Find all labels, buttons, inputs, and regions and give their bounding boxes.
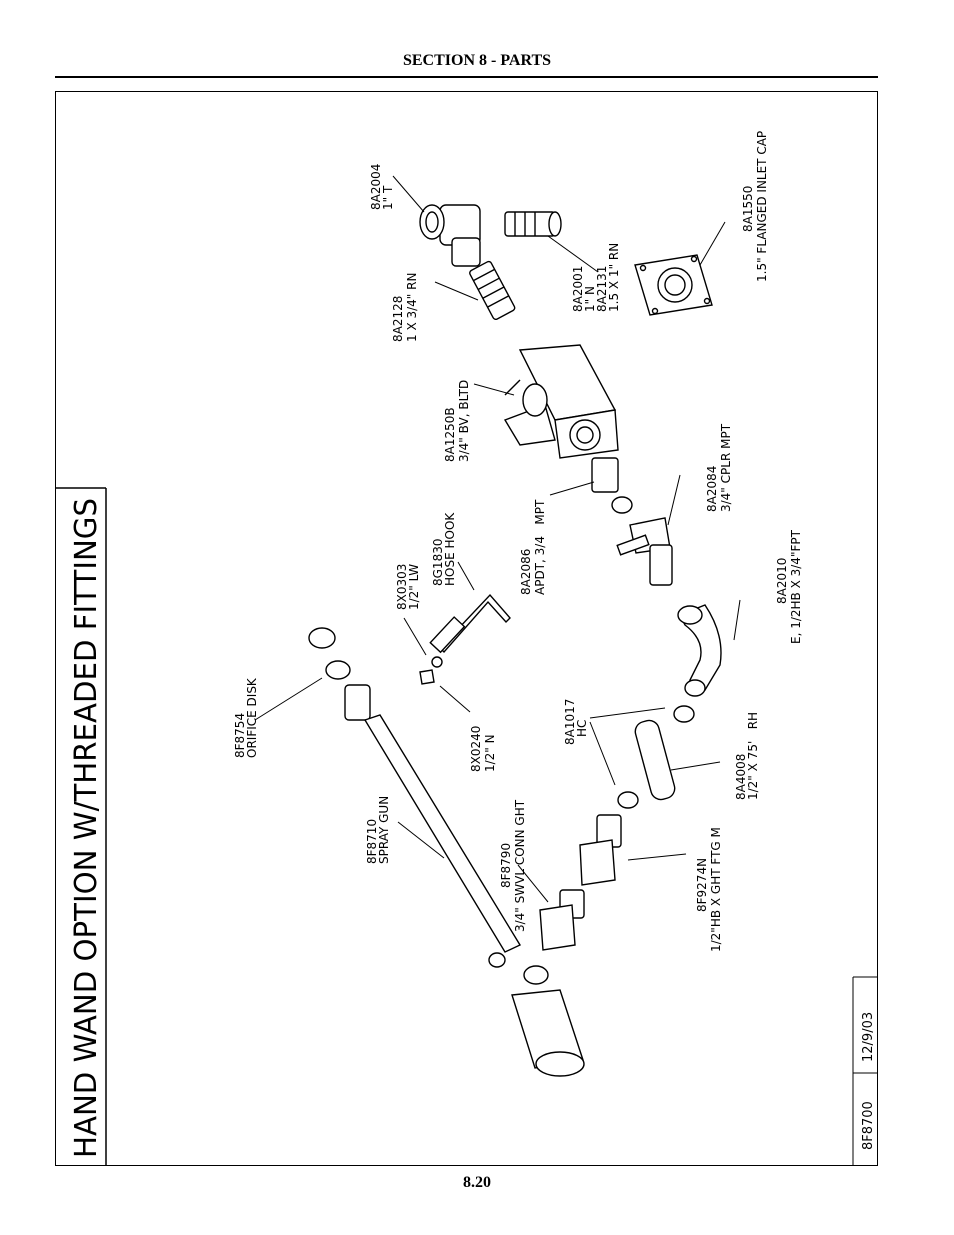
hose-hook bbox=[429, 593, 511, 654]
part-number-8A2004: 8A2004 bbox=[369, 164, 383, 210]
label-8F8710: 8F8710 SPRAY GUN bbox=[365, 796, 391, 864]
part-desc-8A1017: HC bbox=[575, 720, 589, 737]
ball-valve bbox=[503, 344, 619, 459]
part-desc-8A2131: 1.5 X 1" RN bbox=[607, 243, 621, 312]
hex-nut bbox=[419, 669, 435, 685]
part-number-8A2086: 8A2086 bbox=[519, 549, 533, 595]
part-number-8F8790: 8F8790 bbox=[499, 843, 513, 888]
part-number-8A2001: 8A2001 bbox=[571, 266, 585, 312]
part-number-8X0303: 8X0303 bbox=[395, 564, 409, 610]
leader-lines bbox=[254, 175, 741, 903]
label-8A2004: 8A2004 1" T bbox=[369, 164, 395, 210]
lock-washer bbox=[431, 656, 443, 668]
part-number-8A2084: 8A2084 bbox=[705, 466, 719, 512]
part-number-8A1550: 8A1550 bbox=[741, 186, 755, 232]
part-number-8F9274N: 8F9274N bbox=[695, 858, 709, 912]
label-8A1550: 8A1550 1.5" FLANGED INLET CAP bbox=[741, 131, 769, 282]
part-desc-8A2001: 1" N bbox=[583, 286, 597, 312]
label-8A2128: 8A2128 1 X 3/4" RN bbox=[391, 273, 419, 342]
part-desc-8G1830: HOSE HOOK bbox=[443, 512, 457, 586]
spray-gun bbox=[344, 684, 585, 1077]
drawing-number: 8F8700 bbox=[861, 1101, 876, 1150]
part-desc-8A2084: 3/4" CPLR MPT bbox=[719, 423, 733, 512]
part-desc-8F8754: ORIFICE DISK bbox=[245, 677, 259, 758]
part-desc-8A1250B: 3/4" BV, BLTD bbox=[457, 380, 471, 462]
drawing-date: 12/9/03 bbox=[861, 1012, 876, 1062]
parts-illustration bbox=[308, 204, 722, 1077]
part-desc-8A4008: 1/2" X 75' RH bbox=[746, 712, 760, 800]
hose-clamp-bottom bbox=[617, 791, 639, 809]
hose-barb-fitting bbox=[579, 814, 622, 886]
part-number-8A2010: 8A2010 bbox=[775, 558, 789, 604]
section-header: SECTION 8 - PARTS bbox=[402, 52, 552, 69]
label-8A2001-8A2131: 8A2001 1" N 8A2131 1.5 X 1" RN bbox=[571, 243, 621, 312]
tee-fitting bbox=[419, 204, 481, 267]
part-desc-8A2010: E, 1/2HB X 3/4"FPT bbox=[789, 529, 803, 644]
part-desc-8A2128: 1 X 3/4" RN bbox=[405, 273, 419, 342]
page-number: 8.20 bbox=[463, 1174, 491, 1191]
part-number-8A2131: 8A2131 bbox=[595, 266, 609, 312]
part-number-8A1250B: 8A1250B bbox=[443, 407, 457, 462]
label-8A2084: 8A2084 3/4" CPLR MPT bbox=[705, 423, 733, 512]
part-desc-8F8710: SPRAY GUN bbox=[377, 796, 391, 864]
part-desc-8A2004: 1" T bbox=[381, 185, 395, 210]
orifice-cap bbox=[308, 627, 336, 649]
part-desc-8F9274N: 1/2"HB X GHT FTG M bbox=[709, 827, 723, 952]
part-number-8F8710: 8F8710 bbox=[365, 819, 379, 864]
elbow-fitting bbox=[677, 604, 722, 697]
coupler-adapter bbox=[591, 457, 673, 586]
label-8A2086: 8A2086 APDT, 3/4 MPT bbox=[519, 499, 547, 595]
label-8F8790: 8F8790 bbox=[499, 843, 513, 888]
label-8X0303: 8X0303 1/2" LW bbox=[395, 564, 421, 610]
label-8A4008: 8A4008 1/2" X 75' RH bbox=[734, 712, 760, 800]
part-desc-8X0303: 1/2" LW bbox=[407, 564, 421, 610]
hose-segment bbox=[634, 719, 676, 801]
part-number-8A4008: 8A4008 bbox=[734, 754, 748, 800]
label-8G1830: 8G1830 HOSE HOOK bbox=[431, 512, 457, 586]
orifice-disk bbox=[325, 660, 351, 680]
part-labels: 8A2004 1" T 8A2128 1 X 3/4" RN 8A2001 1"… bbox=[233, 131, 803, 952]
label-8F8754: 8F8754 ORIFICE DISK bbox=[233, 677, 259, 758]
label-8F8790-desc: 3/4" SWVL CONN GHT bbox=[513, 799, 527, 932]
drawing-title: HAND WAND OPTION W/THREADED FITTINGS bbox=[69, 498, 104, 1158]
part-number-8A2128: 8A2128 bbox=[391, 296, 405, 342]
flanged-inlet-cap bbox=[634, 254, 713, 316]
part-desc-8F8790: 3/4" SWVL CONN GHT bbox=[513, 799, 527, 932]
label-8A1017: 8A1017 HC bbox=[563, 699, 589, 745]
part-desc-8A1550: 1.5" FLANGED INLET CAP bbox=[755, 131, 769, 282]
nipple-fitting bbox=[504, 211, 562, 237]
part-number-8F8754: 8F8754 bbox=[233, 713, 247, 758]
part-number-8X0240: 8X0240 bbox=[469, 726, 483, 772]
label-8A2010: 8A2010 E, 1/2HB X 3/4"FPT bbox=[775, 529, 803, 644]
label-8F9274N: 8F9274N 1/2"HB X GHT FTG M bbox=[695, 827, 723, 952]
header-rule bbox=[55, 76, 878, 78]
reducer-nipple bbox=[469, 260, 516, 320]
part-number-8A1017: 8A1017 bbox=[563, 699, 577, 745]
label-8A1250B: 8A1250B 3/4" BV, BLTD bbox=[443, 380, 471, 462]
swivel-connector bbox=[539, 889, 585, 951]
title-block: HAND WAND OPTION W/THREADED FITTINGS 8F8… bbox=[56, 487, 877, 1166]
part-desc-8A2086: APDT, 3/4 MPT bbox=[533, 499, 547, 595]
hose-clamp-top bbox=[673, 705, 695, 723]
drawing-frame bbox=[55, 91, 878, 1166]
part-number-8G1830: 8G1830 bbox=[431, 539, 445, 586]
part-desc-8X0240: 1/2" N bbox=[483, 734, 497, 772]
label-8X0240: 8X0240 1/2" N bbox=[469, 726, 497, 772]
